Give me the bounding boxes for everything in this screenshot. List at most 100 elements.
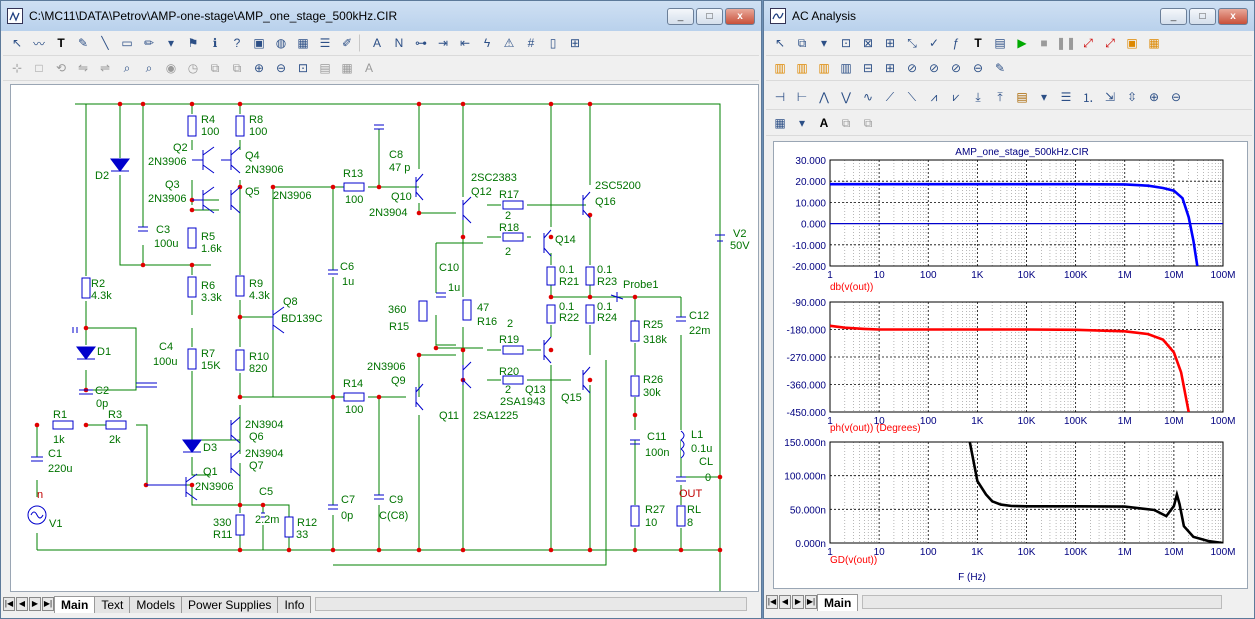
ac-scale2-icon[interactable]: ⊠ — [862, 36, 874, 50]
ac-prev-page-icon[interactable]: ◀ — [779, 595, 791, 609]
zoom-in-icon[interactable]: ⊕ — [253, 61, 265, 75]
globe-icon[interactable]: ◍ — [275, 36, 287, 50]
minimize-button[interactable]: _ — [667, 8, 694, 25]
ac-tag-icon[interactable]: ⇲ — [1104, 90, 1116, 104]
ac-scale-icon[interactable]: ⊡ — [840, 36, 852, 50]
dropdown-chevron-icon[interactable]: ▾ — [167, 36, 175, 50]
ac-grid-icon[interactable]: ▦ — [774, 116, 786, 130]
zoom-fit-icon[interactable]: ⊡ — [297, 61, 309, 75]
ac-fit-icon[interactable]: ⤡ — [907, 35, 917, 50]
ac-slope-icon[interactable]: ⟋ — [885, 89, 895, 104]
current-icon[interactable]: ⇥ — [437, 36, 449, 50]
ac-point-icon[interactable]: ⤓ — [975, 89, 981, 104]
font-icon[interactable]: A — [364, 61, 373, 75]
ac-minimize-button[interactable]: _ — [1160, 8, 1187, 25]
ac-last-page-icon[interactable]: ▶| — [805, 595, 817, 609]
condition-icon[interactable]: ⚠ — [503, 36, 515, 50]
ac-copy2-icon[interactable]: ⧉ — [841, 115, 851, 130]
ac-table4-icon[interactable]: ▥ — [840, 61, 852, 75]
ac-run-icon[interactable]: ▶ — [1017, 36, 1027, 50]
flag-icon[interactable]: ⚑ — [187, 36, 199, 50]
select-mode-icon[interactable]: ↖ — [11, 36, 23, 50]
ac-data-icon[interactable]: ☰ — [1060, 90, 1072, 104]
mirror-icon[interactable]: ⇌ — [99, 61, 111, 75]
first-page-icon[interactable]: |◀ — [3, 597, 15, 611]
ac-paste2-icon[interactable]: ⧉ — [863, 115, 873, 130]
find-icon[interactable]: ⌕ — [123, 60, 131, 75]
tab-models[interactable]: Models — [129, 595, 183, 613]
ac-properties-icon[interactable]: ▤ — [994, 36, 1006, 50]
list-icon[interactable]: ☰ — [319, 36, 331, 50]
ac-table2-icon[interactable]: ▥ — [796, 61, 808, 75]
grid-dialog-icon[interactable]: ▦ — [297, 36, 309, 50]
ac-peak-icon[interactable]: ⊣ — [774, 90, 786, 104]
attribute-text-icon[interactable]: A — [372, 36, 381, 50]
ac-cursor-icon[interactable]: ⤢ — [1083, 35, 1093, 50]
ac-check-icon[interactable]: ✓ — [928, 36, 940, 50]
tab-info[interactable]: Info — [277, 595, 312, 613]
wire-mode-icon[interactable]: 〰 — [32, 36, 45, 51]
ac-zoom-c-icon[interactable]: ⊘ — [950, 61, 962, 75]
horizontal-scrollbar[interactable] — [315, 597, 748, 611]
voltage-icon[interactable]: ⇤ — [459, 36, 471, 50]
wire-draw-icon[interactable]: ✎ — [77, 36, 89, 50]
bus-icon[interactable]: ▭ — [121, 36, 133, 50]
ac-copy-icon[interactable]: ⧉ — [797, 35, 807, 50]
ac-valley-icon[interactable]: ⊢ — [796, 90, 808, 104]
step-icon[interactable]: ◷ — [187, 61, 199, 75]
ac-dropdown3-chevron-icon[interactable]: ▾ — [798, 116, 806, 130]
tile-icon[interactable]: ▦ — [341, 61, 353, 75]
diagonal-wire-icon[interactable]: ╲ — [101, 36, 109, 50]
ac-clipboard-icon[interactable]: ▤ — [1016, 90, 1028, 104]
node-numbers-icon[interactable]: N — [394, 36, 404, 50]
schematic-titlebar[interactable]: C:\MC11\DATA\Petrov\AMP-one-stage\AMP_on… — [1, 1, 761, 31]
properties-icon[interactable]: ⊞ — [569, 36, 581, 50]
ac-horizontal-scrollbar[interactable] — [862, 595, 1223, 609]
ac-global-low-icon[interactable]: ⩗ — [952, 89, 960, 104]
tab-power-supplies[interactable]: Power Supplies — [181, 595, 279, 613]
ac-tag2-icon[interactable]: ⇳ — [1126, 90, 1138, 104]
ac-maximize-button[interactable]: □ — [1189, 8, 1216, 25]
rotate-icon[interactable]: ⟲ — [55, 61, 67, 75]
pen-icon[interactable]: ✏ — [143, 36, 155, 50]
info-icon[interactable]: ℹ — [212, 36, 218, 50]
ac-dropdown2-chevron-icon[interactable]: ▾ — [1040, 90, 1048, 104]
ac-table3-icon[interactable]: ▥ — [818, 61, 830, 75]
ac-point2-icon[interactable]: ⤒ — [997, 89, 1003, 104]
ac-zoom-in-icon[interactable]: ⊕ — [1148, 90, 1160, 104]
ac-close-button[interactable]: x — [1218, 8, 1248, 25]
ac-zoom-a-icon[interactable]: ⊘ — [906, 61, 918, 75]
paste-icon[interactable]: ⧉ — [232, 60, 242, 75]
ac-zoom-b-icon[interactable]: ⊘ — [928, 61, 940, 75]
edit-icon[interactable]: ✐ — [341, 36, 353, 50]
help-icon[interactable]: ? — [233, 36, 241, 50]
ac-scale3-icon[interactable]: ⊞ — [884, 36, 896, 50]
ac-tab-main[interactable]: Main — [817, 593, 859, 611]
ac-first-page-icon[interactable]: |◀ — [766, 595, 778, 609]
ac-next-page-icon[interactable]: ▶ — [792, 595, 804, 609]
ac-box-icon[interactable]: ▣ — [1126, 36, 1138, 50]
ac-text-icon[interactable]: T — [974, 36, 982, 50]
prev-page-icon[interactable]: ◀ — [16, 597, 28, 611]
ac-box2-icon[interactable]: ▦ — [1148, 36, 1160, 50]
stop-icon[interactable]: ◉ — [165, 61, 177, 75]
ac-titlebar[interactable]: AC Analysis _ □ x — [764, 1, 1254, 31]
text-mode-icon[interactable]: T — [57, 36, 65, 50]
page-icon[interactable]: ▯ — [549, 36, 557, 50]
tab-main[interactable]: Main — [54, 595, 96, 613]
component-icon[interactable]: ▣ — [253, 36, 265, 50]
power-icon[interactable]: ϟ — [483, 36, 491, 50]
ac-slope2-icon[interactable]: ⟍ — [907, 89, 917, 104]
window-icon[interactable]: ▤ — [319, 61, 331, 75]
next-page-icon[interactable]: ▶ — [29, 597, 41, 611]
pin-connection-icon[interactable]: ⊶ — [415, 36, 427, 50]
copy-icon[interactable]: ⧉ — [210, 60, 220, 75]
close-button[interactable]: x — [725, 8, 755, 25]
ac-zoom-out-icon[interactable]: ⊖ — [1170, 90, 1182, 104]
ac-minus-icon[interactable]: ⊟ — [862, 61, 874, 75]
ac-inflect-icon[interactable]: ∿ — [862, 90, 874, 104]
ac-font-icon[interactable]: A — [819, 116, 829, 130]
box-icon[interactable]: □ — [35, 61, 43, 75]
maximize-button[interactable]: □ — [696, 8, 723, 25]
